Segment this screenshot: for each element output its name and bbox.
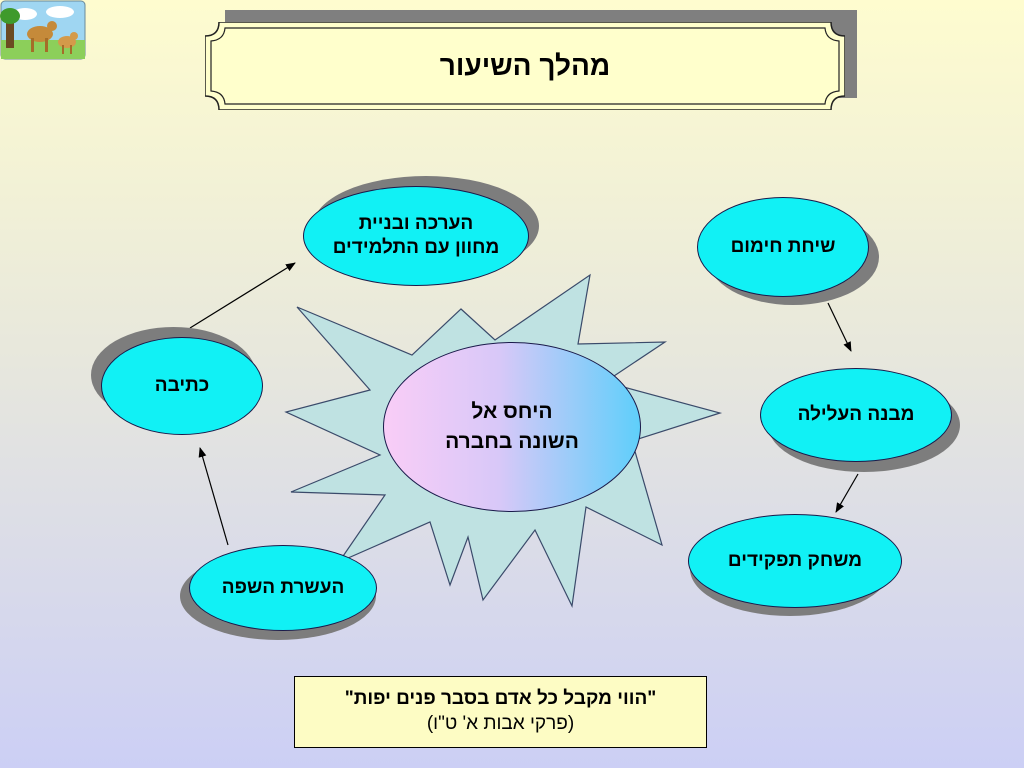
writing-node: כתיבה [101, 337, 263, 435]
arrow-writing-to-exhibition [189, 262, 296, 329]
arrow-language-to-writing [198, 447, 229, 546]
language-enrichment-node: העשרת השפה [189, 545, 377, 631]
page-title: מהלך השיעור [439, 50, 611, 81]
quote-text: "הווי מקבל כל אדם בסבר פנים יפות" [344, 688, 657, 710]
arrow-plot-to-roleplay [835, 473, 859, 513]
quote-box: "הווי מקבל כל אדם בסבר פנים יפות" (פרקי … [294, 676, 707, 748]
plot-structure-node: מבנה העלילה [760, 368, 952, 462]
center-topic-ellipse: היחס אל השונה בחברה [383, 342, 641, 512]
quote-source: (פרקי אבות א' ט"ו) [426, 713, 575, 734]
warmup-node: שיחת חימום [697, 197, 869, 297]
exhibition-node: הערכה ובניית מחוון עם התלמידים [303, 186, 529, 286]
deer-logo-image [0, 0, 86, 60]
title-plaque-frame [205, 22, 845, 110]
role-play-node: משחק תפקידים [688, 514, 902, 608]
title-plaque: מהלך השיעור [205, 22, 845, 110]
arrow-warmup-to-plot [827, 302, 852, 352]
